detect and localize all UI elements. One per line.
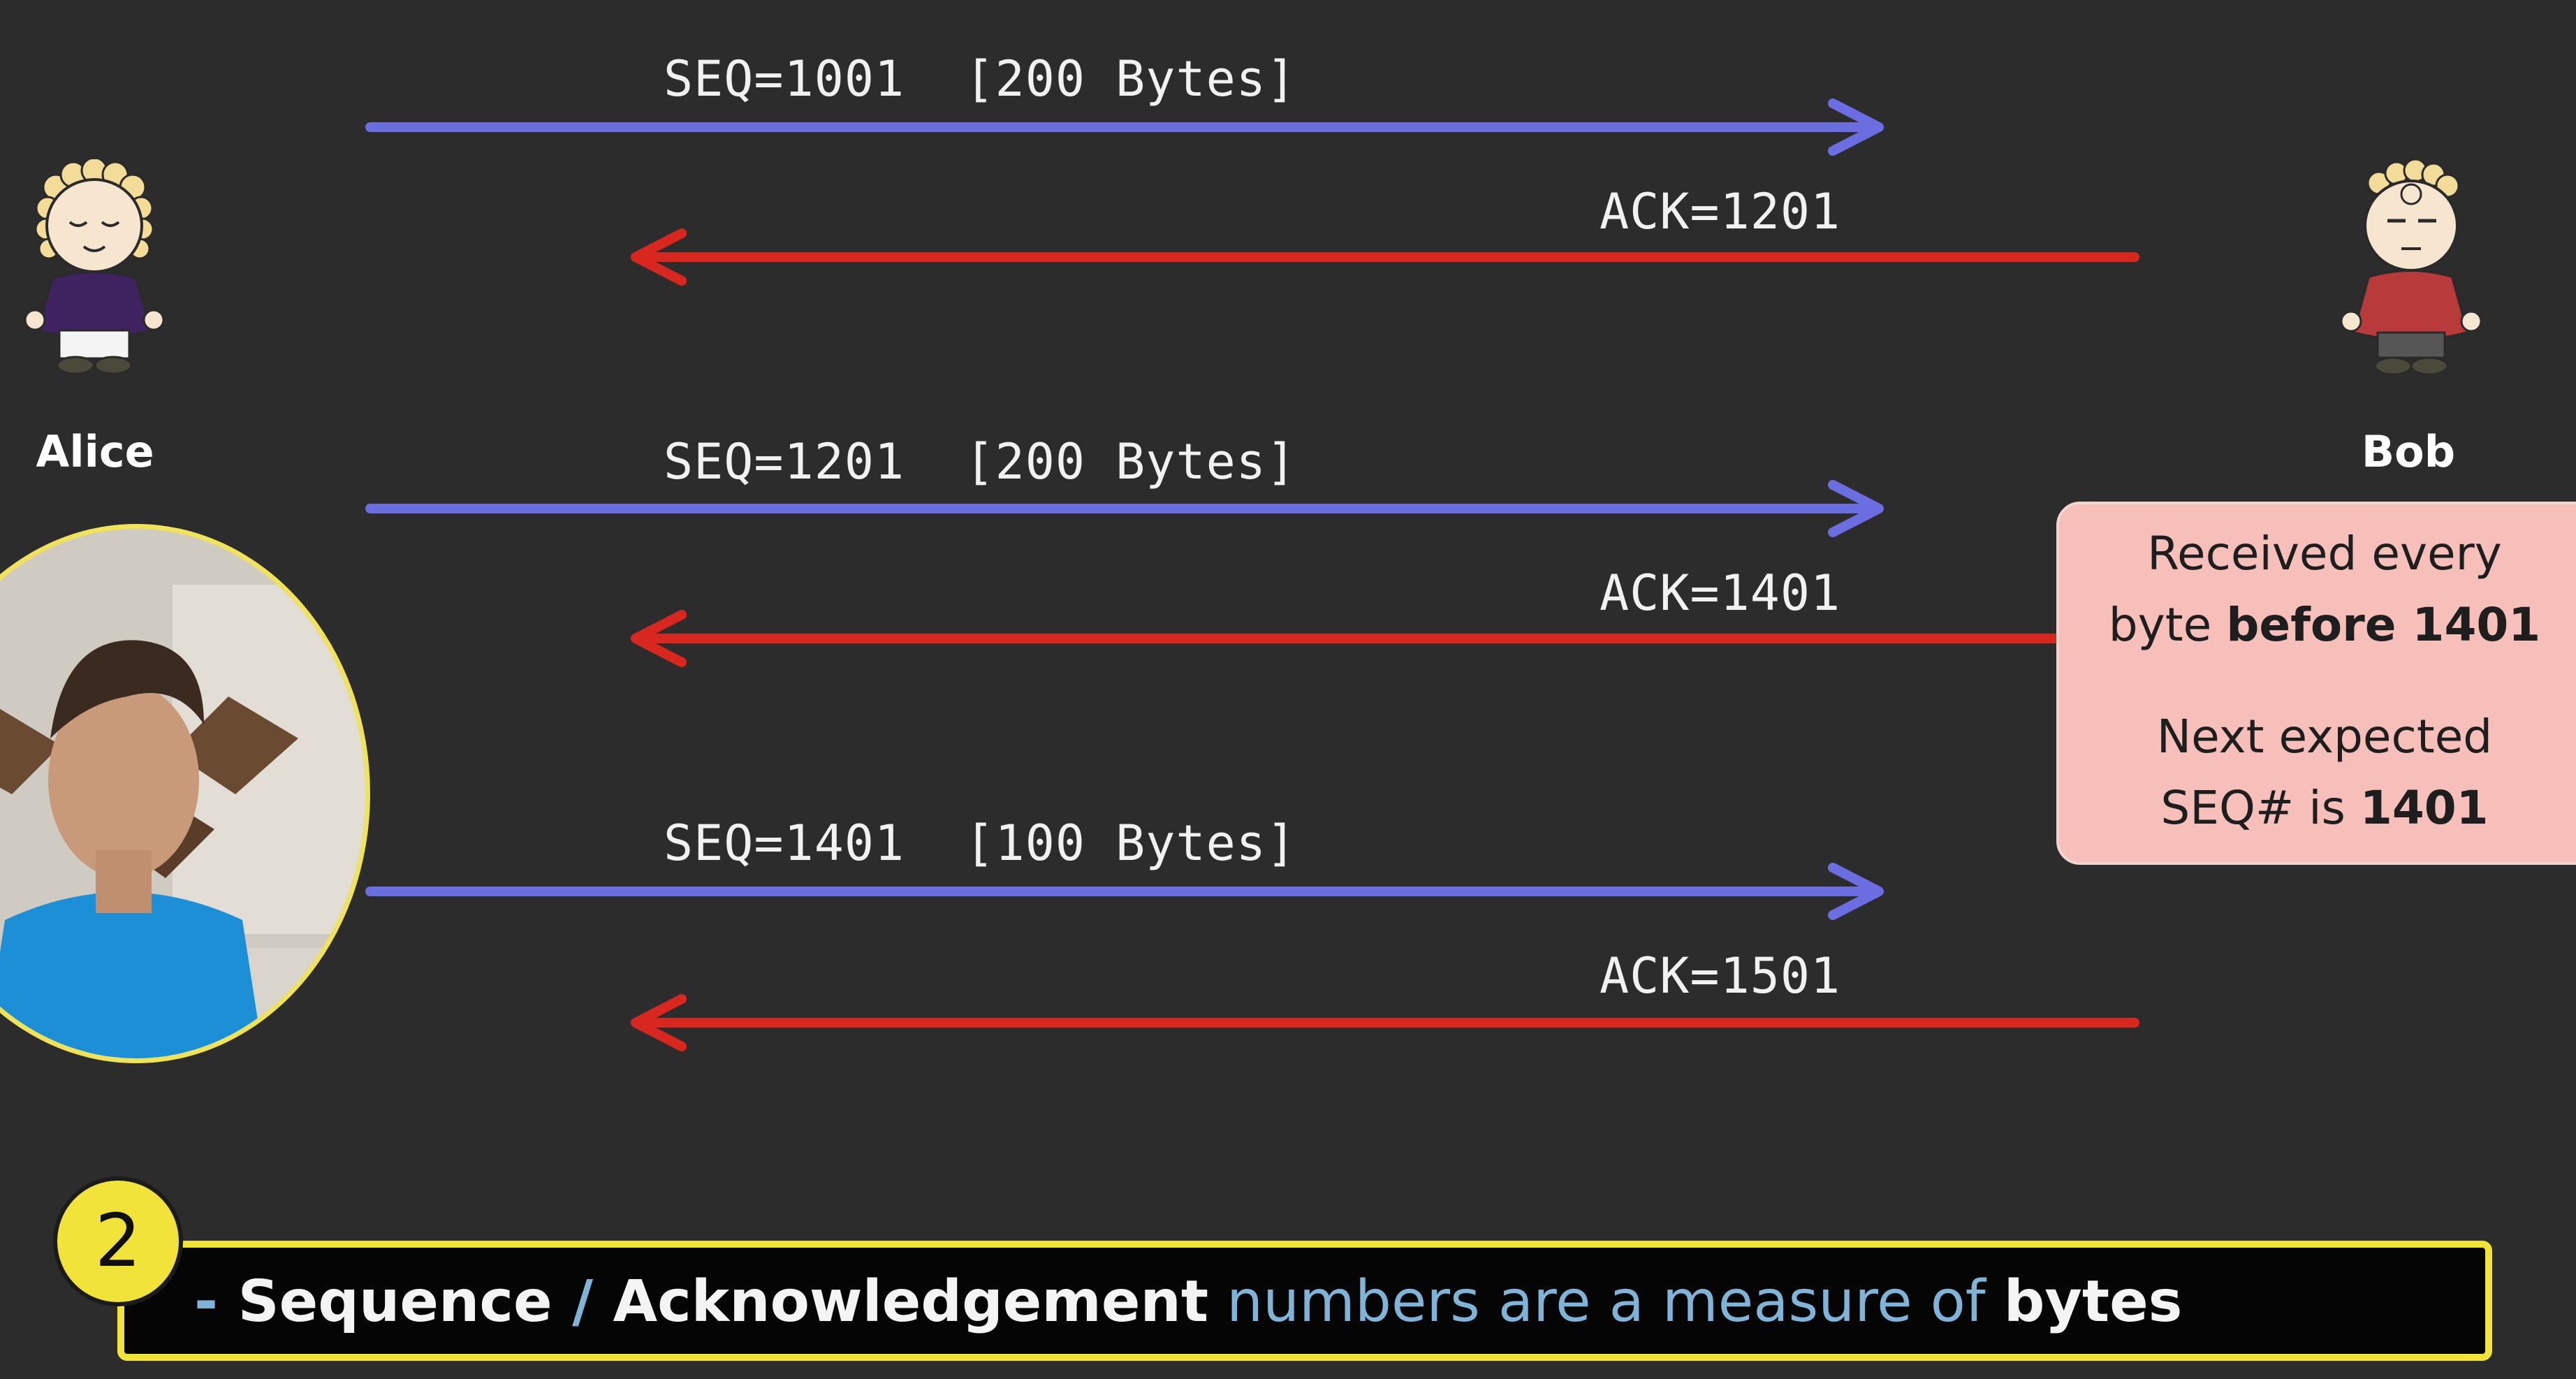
caption-text: - Sequence / Acknowledgement numbers are… [194,1269,2183,1335]
message-arrow-head [1828,480,1884,537]
annotation-line-1: Received every [2147,527,2502,581]
message-arrow-head [1828,98,1884,156]
message-label-ack-1401: ACK=1401 [1600,564,1841,622]
caption-bar: - Sequence / Acknowledgement numbers are… [117,1241,2492,1361]
message-label-seq-1201: SEQ=1201 [200 Bytes] [664,433,1297,490]
alice-character [24,159,165,375]
step-number-badge: 2 [53,1176,183,1306]
alice-name: Alice [36,426,154,477]
message-arrow-head [631,994,687,1051]
message-arrow-3 [365,480,1884,537]
bob-name: Bob [2361,426,2456,477]
message-label-ack-1201: ACK=1201 [1600,183,1841,240]
message-label-ack-1501: ACK=1501 [1600,947,1841,1005]
annotation-note: Received every byte before 1401 Next exp… [2056,502,2576,865]
message-arrow-2 [631,228,2139,286]
message-label-seq-1001: SEQ=1001 [200 Bytes] [664,50,1297,108]
message-arrow-5 [365,863,1884,920]
message-arrow-6 [631,994,2139,1051]
annotation-line-3: Next expected [2156,710,2493,764]
message-arrow-head [631,610,687,667]
annotation-line-2: byte before 1401 [2108,598,2541,652]
message-arrow-head [1828,863,1884,920]
message-arrow-head [631,228,687,286]
message-label-seq-1401: SEQ=1401 [100 Bytes] [664,815,1297,872]
annotation-line-4: SEQ# is 1401 [2160,781,2489,835]
message-arrow-1 [365,98,1884,156]
bob-character [2340,159,2482,376]
message-arrow-4 [631,610,2139,667]
